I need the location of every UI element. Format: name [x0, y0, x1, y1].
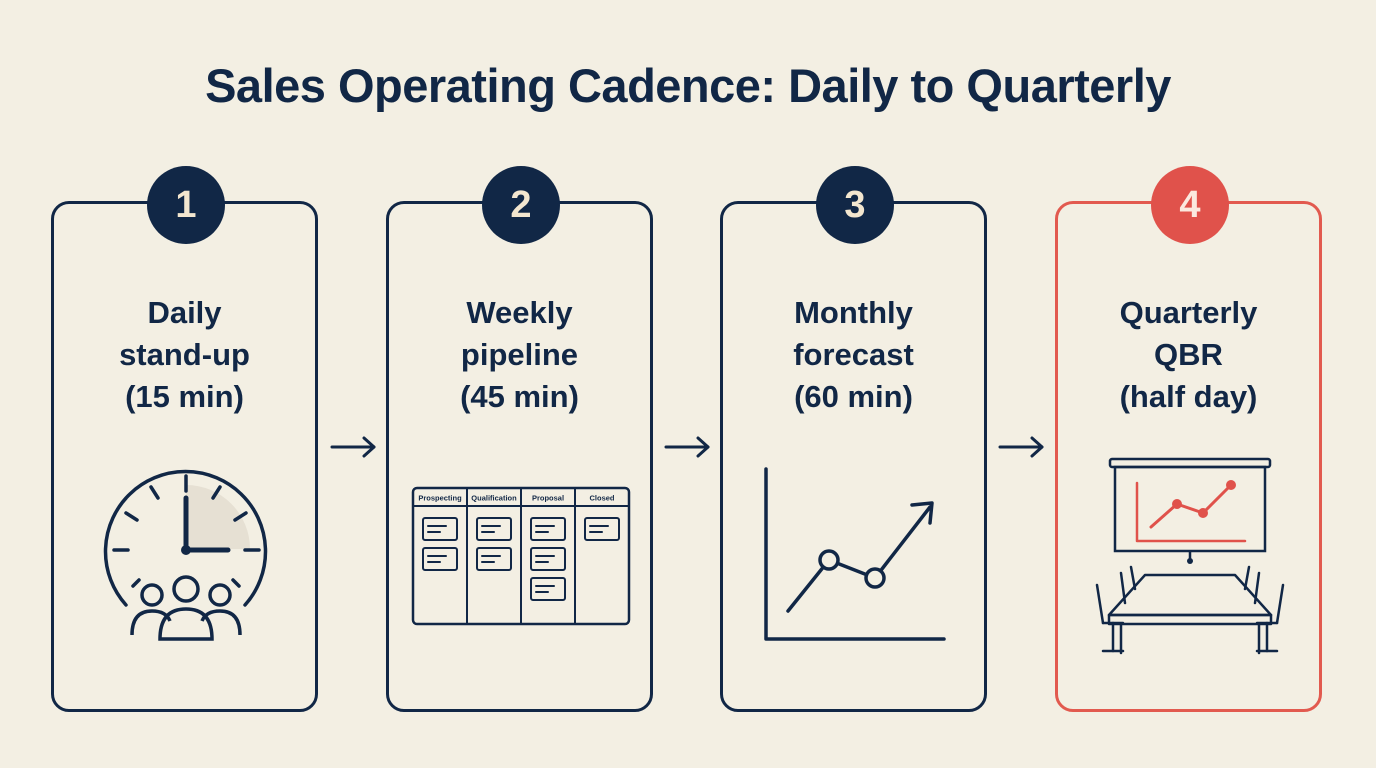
step-label-monthly: Monthly forecast (60 min)	[720, 292, 987, 418]
step-label-line: (half day)	[1119, 379, 1258, 414]
board-column-qualification: Qualification	[471, 494, 517, 503]
conference-table-icon	[1095, 565, 1285, 655]
step-label-line: (15 min)	[125, 379, 244, 414]
growth-chart-icon	[764, 467, 946, 641]
step-badge-2: 2	[482, 166, 560, 244]
step-label-line: Daily	[147, 295, 222, 330]
step-label-line: QBR	[1154, 337, 1223, 372]
step-label-line: forecast	[793, 337, 914, 372]
step-label-weekly: Weekly pipeline (45 min)	[386, 292, 653, 418]
step-label-quarterly: Quarterly QBR (half day)	[1055, 292, 1322, 418]
team-icon	[130, 575, 242, 641]
step-label-line: Weekly	[466, 295, 573, 330]
board-column-prospecting: Prospecting	[418, 494, 462, 503]
step-badge-1: 1	[147, 166, 225, 244]
arrow-right-icon	[664, 436, 710, 458]
step-badge-4: 4	[1151, 166, 1229, 244]
arrow-right-icon	[998, 436, 1044, 458]
step-label-line: (60 min)	[794, 379, 913, 414]
step-card-weekly	[386, 201, 653, 712]
step-label-line: stand-up	[119, 337, 250, 372]
board-column-proposal: Proposal	[532, 494, 564, 503]
presentation-screen-icon	[1095, 457, 1285, 655]
step-label-line: (45 min)	[460, 379, 579, 414]
step-label-line: Monthly	[794, 295, 913, 330]
kanban-board-icon: Prospecting Qualification Proposal Close…	[411, 486, 631, 626]
step-badge-3: 3	[816, 166, 894, 244]
arrow-right-icon	[330, 436, 376, 458]
step-label-line: Quarterly	[1119, 295, 1258, 330]
board-column-closed: Closed	[589, 494, 614, 503]
page-title: Sales Operating Cadence: Daily to Quarte…	[205, 59, 1171, 112]
clock-icon	[103, 469, 268, 641]
step-label-line: pipeline	[460, 337, 579, 372]
step-label-daily: Daily stand-up (15 min)	[51, 292, 318, 418]
